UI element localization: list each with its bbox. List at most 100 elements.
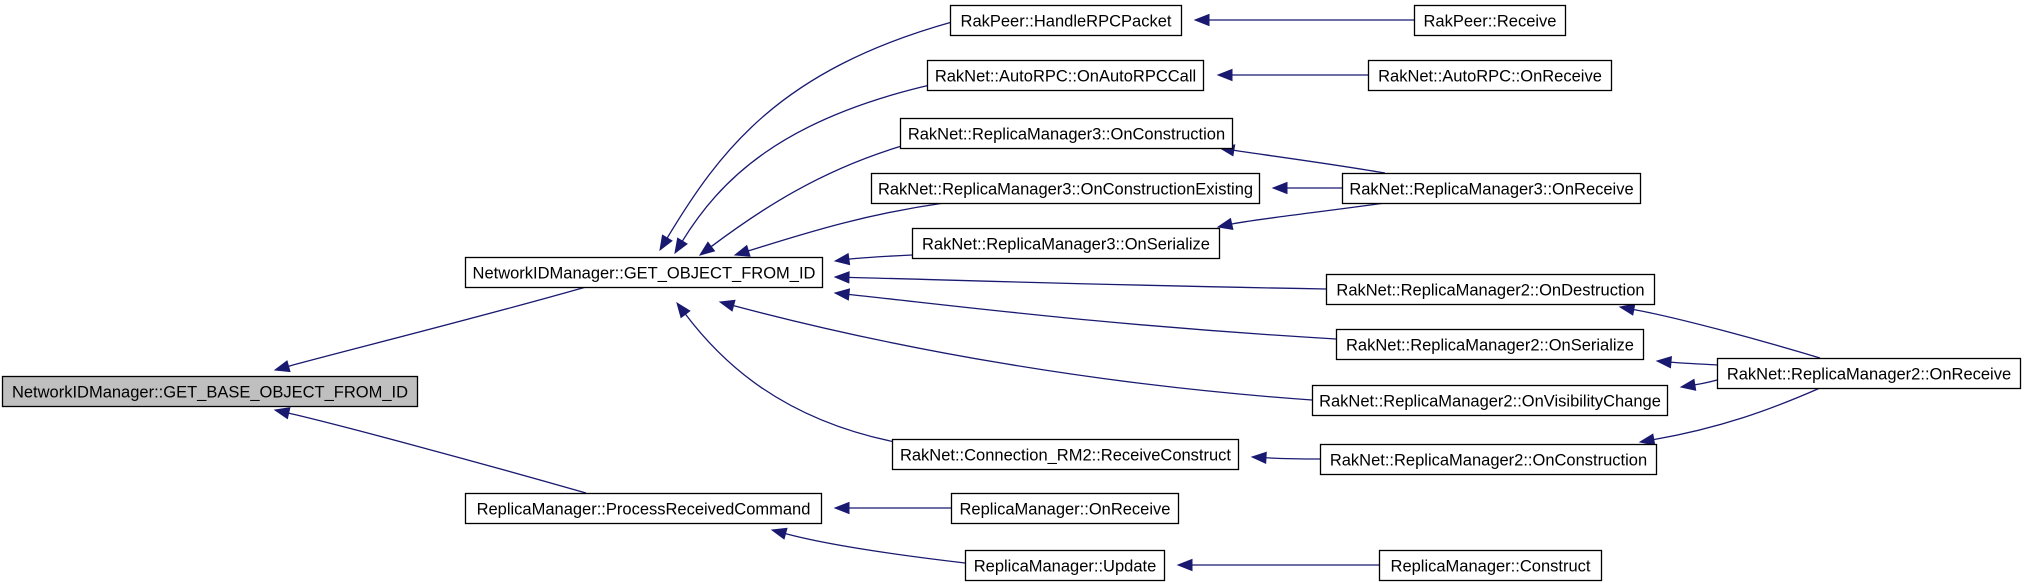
edge-rmr-to-prc — [833, 501, 951, 515]
edge-line — [747, 202, 945, 252]
edge-rm2r-to-rm2d — [1618, 303, 1821, 359]
node-box — [1319, 443, 1658, 476]
node-hrpc[interactable]: RakPeer::HandleRPCPacket — [949, 4, 1183, 37]
edge-arrowhead — [718, 299, 736, 312]
edge-rm3ce-to-getobj — [733, 202, 945, 257]
node-label: RakNet::ReplicaManager2::OnReceive — [1727, 366, 2011, 384]
node-rmu[interactable]: ReplicaManager::Update — [964, 549, 1166, 582]
node-box — [950, 492, 1180, 525]
node-box — [1413, 4, 1567, 37]
edge-line — [1669, 361, 1718, 366]
edge-arrowhead — [1679, 378, 1697, 391]
edge-rm3s-to-getobj — [833, 252, 913, 266]
edge-arecv-to-arpc — [1216, 68, 1368, 82]
node-label: RakNet::AutoRPC::OnAutoRPCCall — [935, 68, 1196, 86]
node-box — [1378, 549, 1603, 582]
edge-line — [1232, 149, 1386, 174]
edge-arrowhead — [1176, 558, 1193, 572]
node-label: ReplicaManager::ProcessReceivedCommand — [477, 501, 811, 519]
node-label: ReplicaManager::Construct — [1391, 558, 1591, 576]
edge-rmu-to-prc — [770, 527, 966, 564]
node-rm3c[interactable]: RakNet::ReplicaManager3::OnConstruction — [899, 117, 1234, 150]
node-rmcons[interactable]: ReplicaManager::Construct — [1378, 549, 1603, 582]
node-label: RakNet::ReplicaManager3::OnSerialize — [922, 236, 1210, 254]
edge-rpeer-to-hrpc — [1193, 13, 1414, 27]
node-box — [1341, 172, 1642, 205]
edge-layer — [273, 13, 1821, 572]
edge-arpc-to-getobj — [674, 84, 931, 255]
node-label: RakPeer::Receive — [1424, 13, 1557, 31]
node-arpc[interactable]: RakNet::AutoRPC::OnAutoRPCCall — [926, 59, 1205, 92]
edge-arrowhead — [1655, 356, 1672, 369]
node-box — [891, 438, 1240, 471]
edge-line — [1693, 379, 1718, 386]
edge-line — [681, 84, 931, 243]
edge-arrowhead — [770, 527, 788, 540]
edge-arrowhead — [733, 244, 751, 257]
node-rmr[interactable]: ReplicaManager::OnReceive — [950, 492, 1180, 525]
edge-arrowhead — [1250, 451, 1267, 465]
edge-line — [847, 254, 913, 260]
edge-hrpc-to-getobj — [659, 21, 953, 252]
edge-arrowhead — [676, 301, 691, 319]
node-layer: NetworkIDManager::GET_BASE_OBJECT_FROM_I… — [1, 4, 2022, 582]
node-getobj[interactable]: NetworkIDManager::GET_OBJECT_FROM_ID — [464, 256, 824, 289]
edge-arrowhead — [833, 501, 850, 515]
edge-line — [847, 293, 1337, 340]
edge-arrowhead — [1216, 217, 1234, 230]
node-label: RakNet::ReplicaManager3::OnConstructionE… — [878, 181, 1253, 199]
edge-line — [1632, 308, 1821, 359]
node-rm3ce[interactable]: RakNet::ReplicaManager3::OnConstructionE… — [870, 172, 1261, 205]
edge-rm2s-to-getobj — [833, 288, 1337, 340]
edge-arrowhead — [833, 271, 850, 284]
node-box — [1, 375, 419, 408]
node-box — [926, 59, 1205, 92]
edge-arrowhead — [1193, 13, 1210, 27]
edge-line — [287, 412, 587, 494]
node-label: RakNet::ReplicaManager2::OnSerialize — [1346, 337, 1634, 355]
node-rm2v[interactable]: RakNet::ReplicaManager2::OnVisibilityCha… — [1311, 384, 1669, 417]
edge-rm2r-to-rm2v — [1679, 378, 1718, 391]
node-rm2s[interactable]: RakNet::ReplicaManager2::OnSerialize — [1335, 328, 1645, 361]
edge-rm2v-to-getobj — [718, 299, 1313, 401]
node-rpeer[interactable]: RakPeer::Receive — [1413, 4, 1567, 37]
edge-getobj-to-base — [273, 286, 587, 373]
edge-rm3c-to-getobj — [698, 144, 906, 256]
node-rm3r[interactable]: RakNet::ReplicaManager3::OnReceive — [1341, 172, 1642, 205]
edge-arrowhead — [698, 241, 716, 256]
node-rm2r[interactable]: RakNet::ReplicaManager2::OnReceive — [1716, 357, 2022, 390]
node-box — [1311, 384, 1669, 417]
edge-rm3r-to-rm3ce — [1271, 181, 1342, 195]
node-box — [949, 4, 1183, 37]
node-box — [464, 492, 823, 525]
edge-arrowhead — [1638, 433, 1656, 446]
edge-rm2c-to-crm2 — [1250, 451, 1321, 465]
edge-rm2d-to-getobj — [833, 271, 1327, 290]
edge-arrowhead — [674, 237, 688, 255]
node-box — [1716, 357, 2022, 390]
edge-arrowhead — [273, 360, 291, 373]
node-label: RakNet::ReplicaManager3::OnReceive — [1349, 181, 1633, 199]
edge-line — [710, 144, 906, 248]
node-rm2d[interactable]: RakNet::ReplicaManager2::OnDestruction — [1325, 273, 1656, 306]
node-arecv[interactable]: RakNet::AutoRPC::OnReceive — [1367, 59, 1613, 92]
node-crm2[interactable]: RakNet::Connection_RM2::ReceiveConstruct — [891, 438, 1240, 471]
edge-arrowhead — [1216, 68, 1233, 82]
node-box — [911, 227, 1221, 260]
edge-rm3r-to-rm3s — [1216, 202, 1386, 230]
edge-arrowhead — [273, 407, 291, 420]
edge-line — [847, 276, 1327, 290]
edge-line — [732, 304, 1313, 401]
edge-arrowhead — [659, 234, 673, 252]
edge-arrowhead — [1271, 181, 1288, 195]
edge-arrowhead — [833, 288, 851, 301]
edge-line — [1652, 387, 1821, 441]
node-label: RakPeer::HandleRPCPacket — [961, 13, 1172, 31]
node-rm3s[interactable]: RakNet::ReplicaManager3::OnSerialize — [911, 227, 1221, 260]
node-prc[interactable]: ReplicaManager::ProcessReceivedCommand — [464, 492, 823, 525]
node-rm2c[interactable]: RakNet::ReplicaManager2::OnConstruction — [1319, 443, 1658, 476]
edge-rm2r-to-rm2s — [1655, 356, 1718, 369]
node-label: RakNet::Connection_RM2::ReceiveConstruct — [900, 447, 1231, 465]
edge-line — [1230, 202, 1386, 225]
